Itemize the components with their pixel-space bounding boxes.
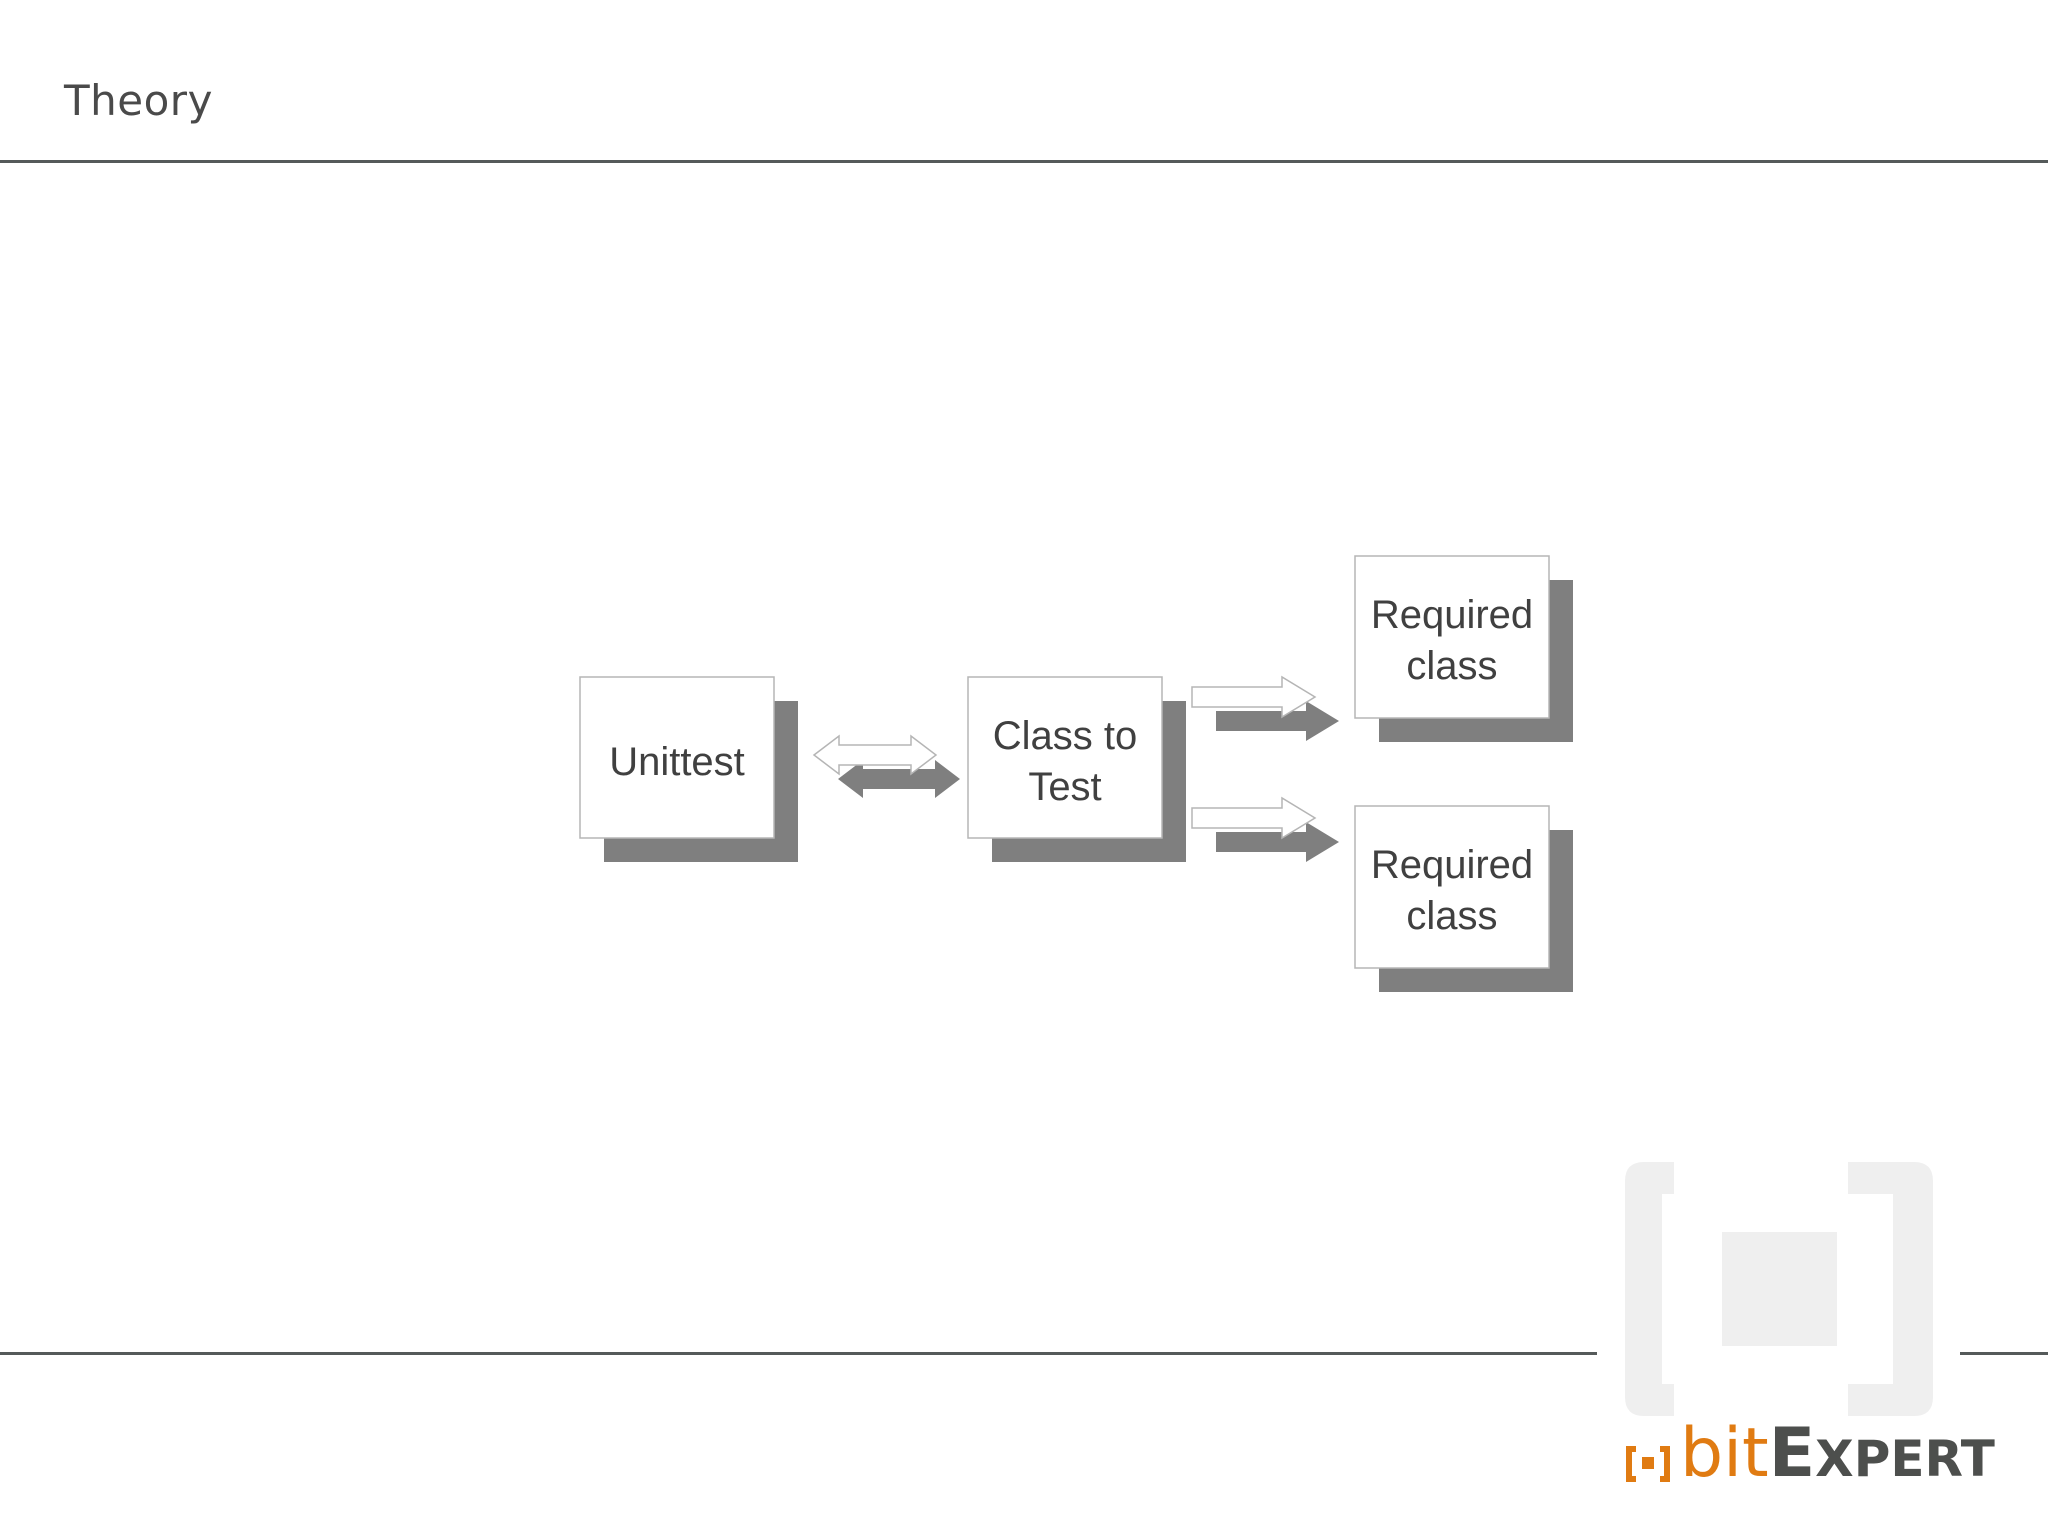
class-to-test-label-line1: Class to [993, 714, 1138, 758]
footer-rule-left [0, 1352, 1597, 1355]
required-class-2-node: Required class [1354, 805, 1550, 969]
required-class-2-label-line2: class [1406, 894, 1497, 938]
header-rule [0, 160, 2048, 163]
required-class-2-box [1354, 805, 1550, 969]
unittest-node: Unittest [579, 676, 775, 839]
right-arrow-shadow-icon [1216, 822, 1339, 862]
edge-class-to-test-required-class-2 [1191, 796, 1339, 862]
unittest-box [579, 676, 775, 839]
logo-expert-rest: XPERT [1815, 1430, 1995, 1488]
logo-expert-initial: E [1768, 1414, 1816, 1493]
required-class-1-label-line2: class [1406, 644, 1497, 688]
required-class-2-label-line1: Required [1371, 843, 1533, 887]
class-to-test-label-line2: Test [1028, 765, 1101, 809]
footer-rule-right [1960, 1352, 2048, 1355]
edge-class-to-test-required-class-1 [1191, 675, 1339, 741]
required-class-1-label-line1: Required [1371, 593, 1533, 637]
bitexpert-logo: bitEXPERT [1680, 1420, 1995, 1488]
double-arrow-shadow-icon [838, 760, 960, 798]
double-arrow-icon [812, 734, 938, 776]
logo-bit-text: bit [1680, 1414, 1769, 1493]
required-class-1-box [1354, 555, 1550, 719]
right-arrow-icon [1191, 796, 1317, 840]
required-class-1-node: Required class [1354, 555, 1550, 719]
class-to-test-node: Class to Test [967, 676, 1163, 839]
class-to-test-box [967, 676, 1163, 839]
unittest-label: Unittest [609, 740, 745, 784]
slide-title: Theory [64, 76, 213, 125]
bitexpert-watermark-icon [1625, 1162, 1933, 1416]
right-arrow-icon [1191, 675, 1317, 719]
edge-unittest-class-to-test [812, 734, 960, 798]
bitexpert-logo-icon [1626, 1446, 1670, 1482]
right-arrow-shadow-icon [1216, 701, 1339, 741]
